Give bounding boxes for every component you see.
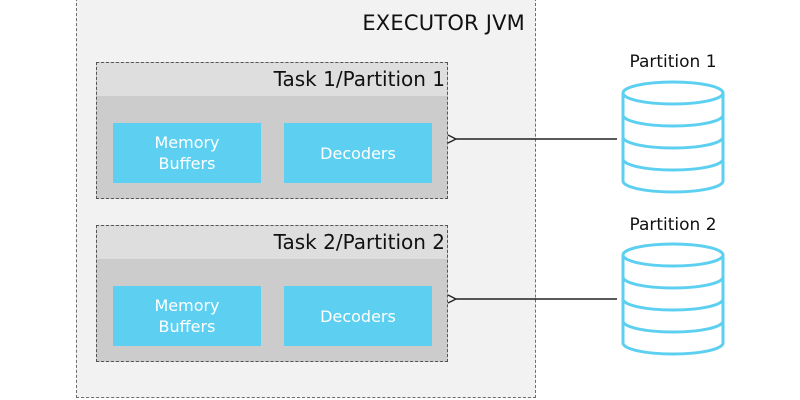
task-2-header: Task 2/Partition 2 [97, 226, 447, 259]
task-2-decoders-block: Decoders [284, 286, 432, 346]
partition-2-label: Partition 2 [629, 215, 717, 235]
task-1-title: Task 1/Partition 1 [273, 67, 445, 91]
task-1-memory-buffers-label: Memory Buffers [154, 133, 220, 173]
partition-1-database-icon [621, 80, 725, 194]
executor-jvm-title: EXECUTOR JVM [362, 11, 525, 35]
task-2-memory-buffers-block: Memory Buffers [113, 286, 261, 346]
task-1-decoders-block: Decoders [284, 123, 432, 183]
task-2-title: Task 2/Partition 2 [273, 230, 445, 254]
task-1-memory-buffers-block: Memory Buffers [113, 123, 261, 183]
executor-jvm-container: EXECUTOR JVM Task 1/Partition 1 Memory B… [76, 0, 536, 398]
partition-2-database-icon [621, 242, 725, 356]
task-2-container: Task 2/Partition 2 Memory Buffers Decode… [96, 225, 448, 362]
task-1-decoders-label: Decoders [320, 143, 396, 163]
task-1-header: Task 1/Partition 1 [97, 63, 447, 96]
task-2-decoders-label: Decoders [320, 306, 396, 326]
partition-1-label: Partition 1 [629, 52, 717, 72]
task-1-container: Task 1/Partition 1 Memory Buffers Decode… [96, 62, 448, 199]
task-2-memory-buffers-label: Memory Buffers [154, 296, 220, 336]
